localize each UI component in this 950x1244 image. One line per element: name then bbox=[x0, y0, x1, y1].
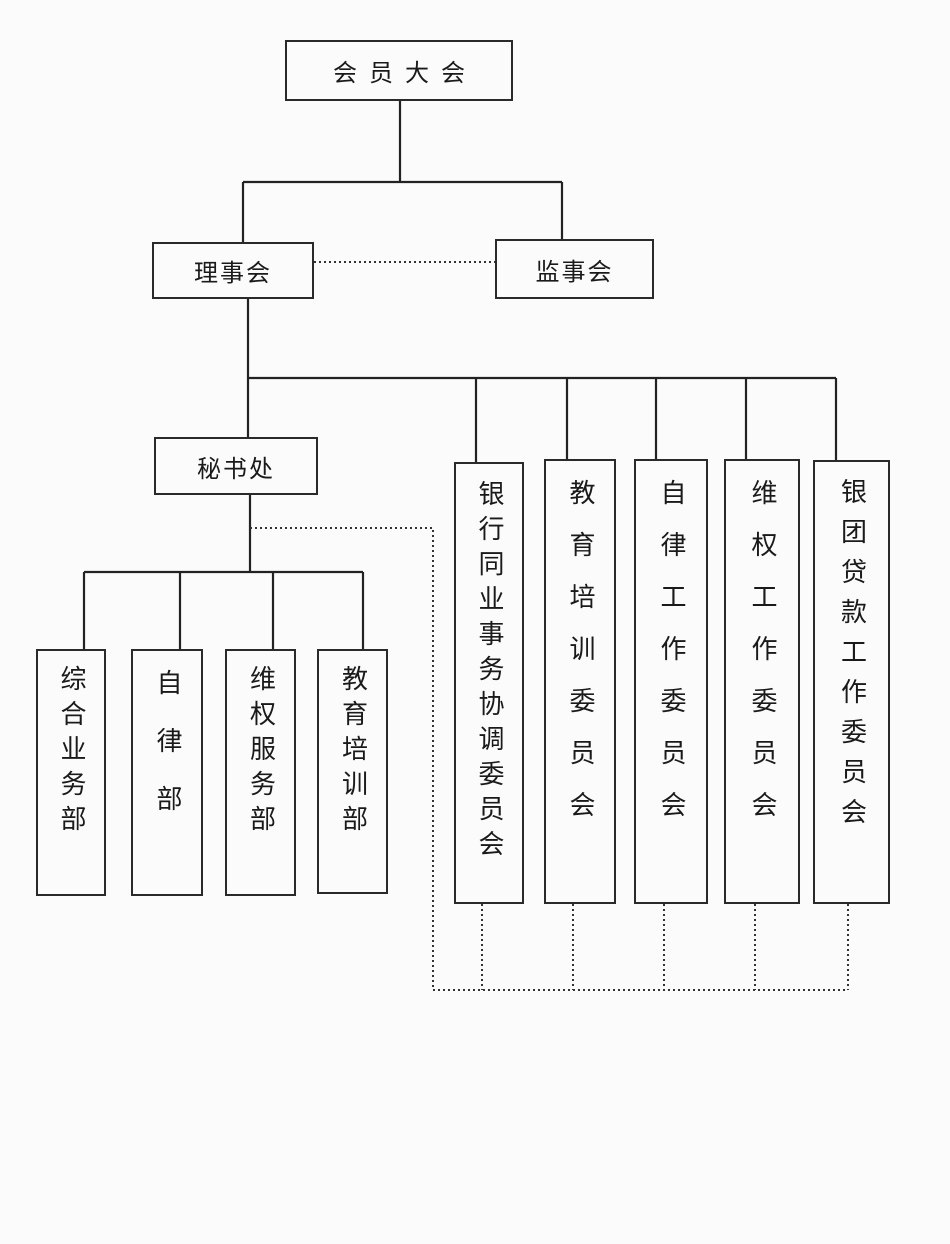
dept-general-business: 综合业务部 bbox=[36, 649, 106, 896]
committee-education-training: 教育培训委员会 bbox=[544, 459, 616, 904]
node-board-of-supervisors: 监事会 bbox=[495, 239, 654, 299]
node-board-of-directors: 理事会 bbox=[152, 242, 314, 299]
node-label: 教育培训委员会 bbox=[565, 479, 595, 843]
node-label: 综合业务部 bbox=[56, 665, 86, 840]
committee-self-discipline: 自律工作委员会 bbox=[634, 459, 708, 904]
node-label: 秘书处 bbox=[197, 454, 275, 483]
node-label: 会员大会 bbox=[333, 59, 477, 87]
committee-syndicated-loan: 银团贷款工作委员会 bbox=[813, 460, 890, 904]
node-members-assembly: 会员大会 bbox=[285, 40, 513, 101]
committee-interbank-coordination: 银行同业事务协调委员会 bbox=[454, 462, 524, 904]
node-secretariat: 秘书处 bbox=[154, 437, 318, 495]
node-label: 银行同业事务协调委员会 bbox=[474, 480, 504, 865]
node-label: 维权工作委员会 bbox=[747, 479, 777, 843]
node-label: 教育培训部 bbox=[337, 665, 368, 840]
dept-self-discipline: 自律部 bbox=[131, 649, 203, 896]
node-label: 自律工作委员会 bbox=[656, 479, 686, 843]
dept-rights-service: 维权服务部 bbox=[225, 649, 296, 896]
node-label: 维权服务部 bbox=[245, 665, 276, 840]
dept-education-training: 教育培训部 bbox=[317, 649, 388, 894]
node-label: 自律部 bbox=[152, 669, 182, 843]
node-label: 理事会 bbox=[194, 259, 272, 287]
node-label: 银团贷款工作委员会 bbox=[836, 478, 867, 838]
committee-rights-protection: 维权工作委员会 bbox=[724, 459, 800, 904]
dotted-secretariat-committees bbox=[250, 527, 848, 991]
node-label: 监事会 bbox=[535, 257, 614, 286]
